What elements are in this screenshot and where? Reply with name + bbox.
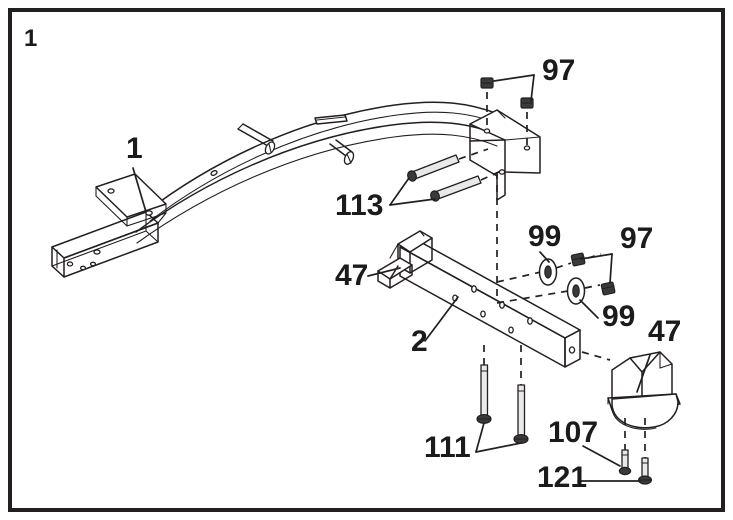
hardware-121: [577, 418, 652, 485]
upper-bracket: [469, 109, 541, 201]
washer-icon: [538, 258, 558, 286]
callout-part-47-foot: 47: [648, 315, 681, 348]
nut-icon: [480, 77, 494, 89]
callout-part-99-lower: 99: [602, 300, 635, 333]
diagram-border: [8, 8, 725, 512]
callout-part-47-endcap: 47: [335, 259, 368, 292]
hardware-107: [582, 418, 632, 476]
hardware-99-97-mid: [496, 251, 616, 319]
callout-part-111: 111: [424, 431, 471, 464]
callout-part-97-top: 97: [542, 54, 575, 87]
nut-icon: [600, 281, 616, 296]
hardware-97-top: [480, 74, 535, 146]
callout-part-121: 121: [537, 461, 587, 494]
base-tube-part1: [51, 173, 167, 278]
step-number: 1: [24, 25, 37, 52]
callout-part-1: 1: [126, 132, 143, 165]
washer-icon: [566, 277, 586, 305]
callout-part-99-upper: 99: [528, 220, 561, 253]
callout-part-107: 107: [548, 416, 598, 449]
callout-part-113: 113: [335, 189, 383, 222]
hardware-111: [475, 345, 529, 453]
curved-rail-part1: [135, 101, 499, 244]
nut-icon: [520, 97, 534, 109]
hardware-113: [389, 148, 502, 206]
callout-part-2: 2: [411, 325, 428, 358]
callout-part-97-mid: 97: [620, 222, 653, 255]
